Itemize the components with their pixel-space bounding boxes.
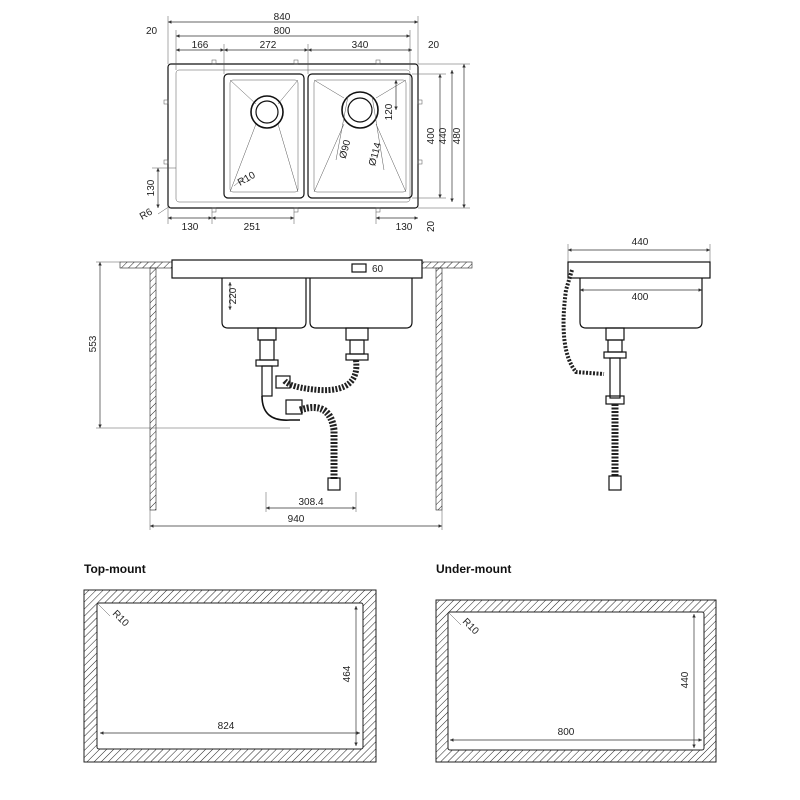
cabinet-wall-left (149, 267, 157, 511)
top-view: 840 800 20 20 166 272 340 400 440 480 12… (138, 12, 470, 233)
dim-cabinet-width: 940 (288, 514, 305, 525)
dim-bowl-small: 272 (260, 40, 277, 51)
cutout-title: Under-mount (436, 562, 511, 576)
dim-drain-small: Ø90 (338, 138, 354, 160)
dim-left-edge: 130 (146, 179, 157, 196)
cutout-title: Top-mount (84, 562, 146, 576)
mounting-clips (163, 59, 423, 213)
front-view: 60 220 553 (88, 259, 473, 530)
dim-overall-width: 840 (274, 12, 291, 23)
dim-height-overall: 480 (452, 127, 463, 144)
sink-rim-front (171, 259, 423, 279)
dim-bowl-depth: 400 (426, 127, 437, 144)
overflow-icon (351, 263, 367, 273)
dim-drainer: 166 (192, 40, 209, 51)
dim-bottom-offset: 20 (426, 220, 437, 232)
countertop-left (119, 261, 173, 269)
sink-outer-outline (167, 63, 419, 209)
dim-drain-offset: 120 (384, 103, 395, 120)
dim-height-inner: 440 (438, 127, 449, 144)
sink-inner-outline (175, 69, 411, 203)
dim-outer-radius: R6 (138, 206, 155, 222)
dim-bowl-large: 340 (352, 40, 369, 51)
cutout-height: 464 (342, 665, 353, 682)
dim-right-offset: 20 (428, 40, 440, 51)
dim-bottom-right: 130 (396, 222, 413, 233)
small-bowl (223, 73, 305, 199)
cutout-top-mount: Top-mount 824 464 R10 (83, 562, 377, 763)
cutout-height: 440 (680, 671, 691, 688)
dim-drain-spacing: 251 (244, 222, 261, 233)
side-rim (567, 261, 711, 279)
dim-bowl-height: 220 (228, 287, 239, 304)
dim-drain-distance: 308.4 (298, 497, 323, 508)
dim-overflow: 60 (372, 264, 384, 275)
dim-inner-width: 800 (274, 26, 291, 37)
large-drain-icon (341, 91, 379, 129)
countertop-right (421, 261, 473, 269)
dim-total-height: 553 (88, 335, 99, 352)
cutout-width: 824 (218, 721, 235, 732)
dim-side-overall: 440 (632, 237, 649, 248)
cutout-width: 800 (558, 727, 575, 738)
small-drain-icon (250, 95, 284, 129)
dim-corner-radius: R10 (236, 170, 258, 189)
cutout-under-mount: Under-mount 800 440 R10 (435, 562, 717, 763)
large-bowl (307, 73, 413, 199)
dim-bottom-left: 130 (182, 222, 199, 233)
side-view: 440 400 (561, 237, 711, 491)
dim-side-bowl: 400 (632, 292, 649, 303)
cabinet-wall-right (435, 267, 443, 511)
drain-assembly (255, 327, 369, 491)
dim-left-offset: 20 (146, 26, 158, 37)
